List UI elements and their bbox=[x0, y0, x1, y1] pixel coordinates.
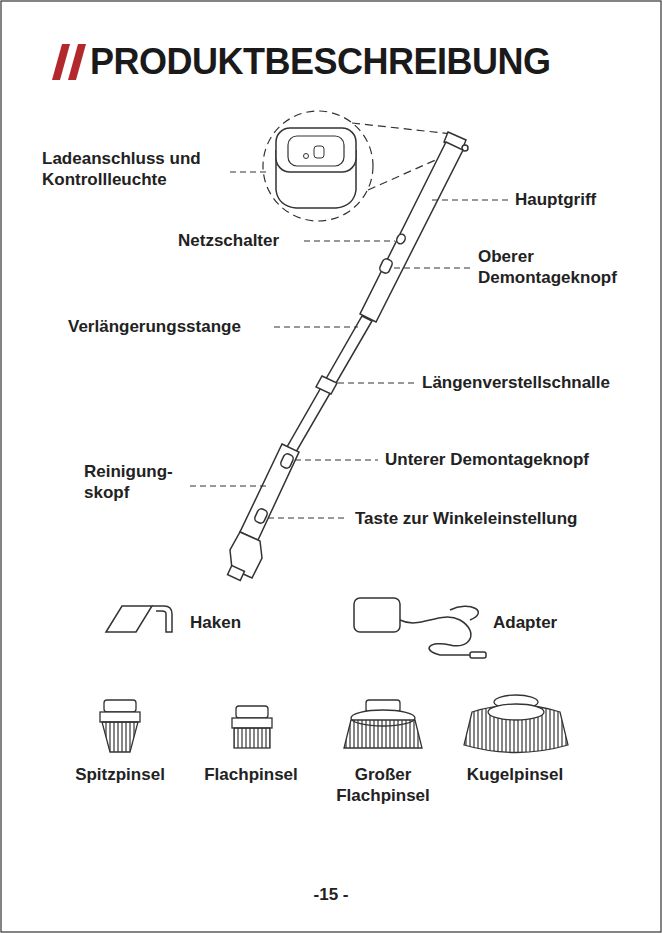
part-label: Großer Flachpinsel bbox=[318, 764, 448, 807]
part-label: Kugelpinsel bbox=[467, 764, 563, 785]
part-label: Adapter bbox=[493, 612, 557, 633]
part-label: Spitzpinsel bbox=[75, 764, 165, 785]
part-label: Haken bbox=[190, 612, 241, 633]
adapter bbox=[354, 598, 486, 658]
part-label: Unterer Demontageknopf bbox=[385, 449, 589, 470]
flat-brush bbox=[232, 706, 272, 748]
title-slash bbox=[68, 44, 86, 80]
page-number: -15 - bbox=[314, 884, 349, 905]
part-label: Flachpinsel bbox=[204, 764, 298, 785]
ball-brush bbox=[464, 695, 568, 753]
part-label: Taste zur Winkeleinstellung bbox=[355, 508, 577, 529]
part-label: Hauptgriff bbox=[515, 189, 596, 210]
large-flat-brush bbox=[344, 700, 422, 748]
part-label: Ladeanschluss und Kontrollleuchte bbox=[42, 148, 232, 191]
hook bbox=[106, 606, 172, 632]
part-label: Reinigung- skopf bbox=[84, 461, 189, 504]
page-title: PRODUKTBESCHREIBUNG bbox=[90, 44, 551, 80]
pointed-brush bbox=[100, 700, 140, 752]
part-label: Oberer Demontageknopf bbox=[478, 246, 653, 289]
title-slash bbox=[52, 44, 70, 80]
part-label: Verlängerungsstange bbox=[68, 316, 241, 337]
part-label: Netzschalter bbox=[178, 230, 279, 251]
part-label: Längenverstellschnalle bbox=[422, 372, 610, 393]
